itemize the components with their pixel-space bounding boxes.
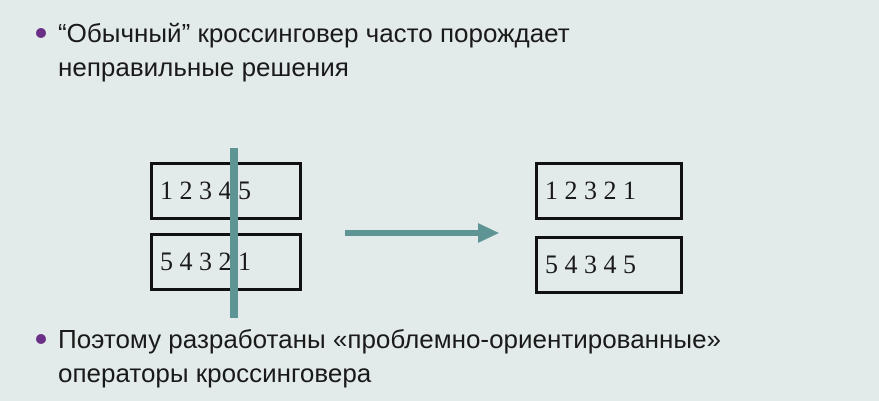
- bullet-item: Поэтому разработаны «проблемно-ориентиро…: [36, 322, 721, 390]
- offspring-chromosome-2: 5 4 3 4 5: [535, 236, 683, 294]
- bullet-text: Поэтому разработаны «проблемно-ориентиро…: [58, 322, 721, 390]
- crossover-cut-line: [230, 148, 238, 318]
- bullet-line: операторы кроссинговера: [58, 358, 372, 388]
- bullet-line: Поэтому разработаны «проблемно-ориентиро…: [58, 324, 721, 354]
- bullet-line: неправильные решения: [58, 52, 349, 82]
- offspring-chromosome-1: 1 2 3 2 1: [535, 162, 683, 220]
- bullet-text: “Обычный” кроссинговер часто порождает н…: [58, 16, 570, 84]
- parent-chromosome-2: 5 4 3 2 1: [150, 233, 302, 291]
- bullet-dot-icon: [36, 28, 46, 38]
- right-arrow-icon: [345, 223, 499, 243]
- parent-chromosome-1: 1 2 3 4 5: [150, 162, 302, 220]
- bullet-dot-icon: [36, 334, 46, 344]
- bullet-line: “Обычный” кроссинговер часто порождает: [58, 18, 570, 48]
- bullet-item: “Обычный” кроссинговер часто порождает н…: [36, 16, 570, 84]
